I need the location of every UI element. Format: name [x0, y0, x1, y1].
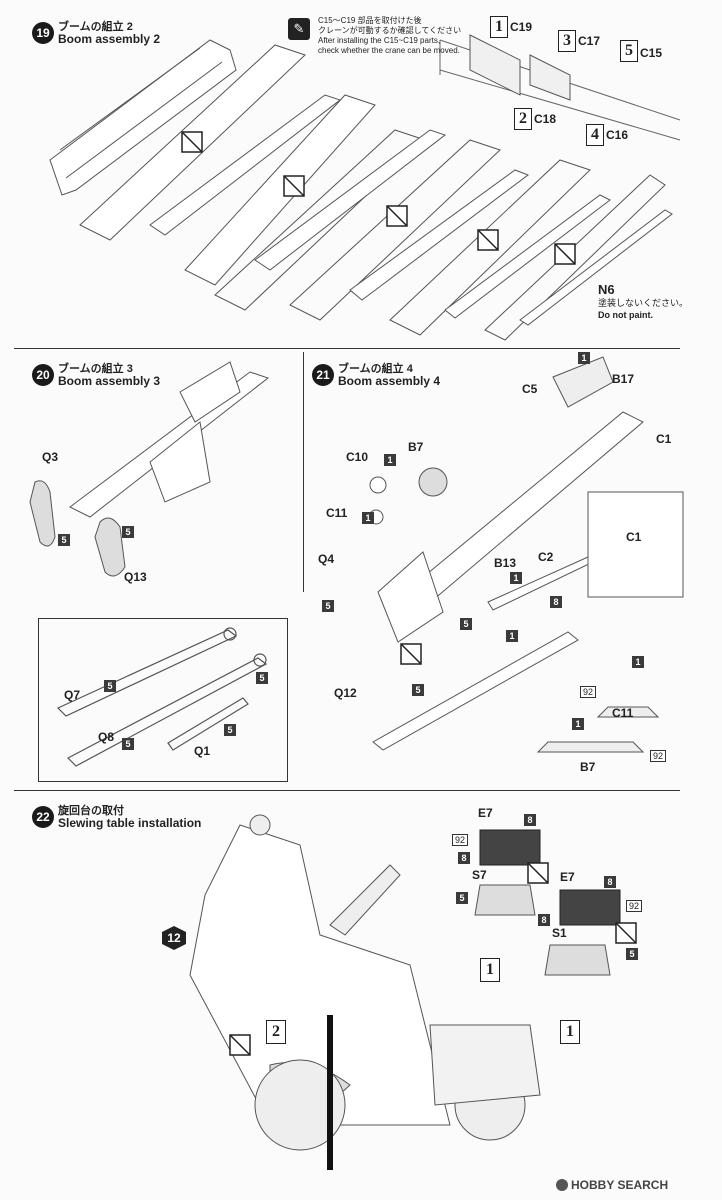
e7-2-cement-8b: 8 — [538, 914, 550, 926]
seq-1-box: 1 — [490, 16, 508, 38]
b7-detail-cement: 1 — [572, 718, 584, 730]
e7-1-92: 92 — [452, 834, 469, 846]
step-20-title-en: Boom assembly 3 — [58, 374, 161, 388]
e7-2-cement-8a: 8 — [604, 876, 616, 888]
q8-cement: 5 — [122, 738, 134, 750]
no-paint-jp: 塗装しないください。 — [598, 298, 689, 308]
seq-1-part: C19 — [510, 20, 533, 34]
divider-1 — [14, 348, 680, 349]
seq-box-1a: 1 — [480, 958, 500, 982]
c10-label: C10 — [346, 450, 369, 464]
step-20-sub-illustration — [56, 627, 268, 767]
c11-detail-92: 92 — [580, 686, 597, 698]
seq-5-box: 5 — [620, 40, 638, 62]
q1-cement: 5 — [224, 724, 236, 736]
n6-label: N6 — [598, 282, 615, 297]
b7-detail-label: B7 — [580, 760, 596, 774]
e7-1-cement-8a: 8 — [524, 814, 536, 826]
step-22-title-en: Slewing table installation — [58, 816, 202, 830]
b7-detail-92: 92 — [650, 750, 667, 762]
step-20-badge: 20 — [32, 364, 54, 386]
seq-4-part: C16 — [606, 128, 629, 142]
hobby-search-logo: HOBBY SEARCH — [556, 1178, 668, 1192]
seq-4-box: 4 — [586, 124, 604, 146]
seq-3-part: C17 — [578, 34, 601, 48]
q13-label: Q13 — [124, 570, 147, 584]
q12-label: Q12 — [334, 686, 357, 700]
q8-label: Q8 — [98, 730, 115, 744]
seq-box-1b: 1 — [560, 1020, 580, 1044]
brush-icon: ✎ — [288, 18, 310, 40]
c5-cement: 1 — [578, 352, 590, 364]
q13-cement: 5 — [122, 526, 134, 538]
s1-cement: 5 — [626, 948, 638, 960]
q1-label: Q1 — [194, 744, 211, 758]
step-19-note: C15～C19 部品を取付けた後 クレーンが可動するか確認してください Afte… — [318, 16, 462, 55]
b7-label: B7 — [408, 440, 424, 454]
seq-box-2: 2 — [266, 1020, 286, 1044]
q7-cement-1: 5 — [104, 680, 116, 692]
divider-2 — [14, 790, 680, 791]
q4-cement: 5 — [322, 600, 334, 612]
q7-cement-2: 5 — [256, 672, 268, 684]
c2-cement-1: 1 — [506, 630, 518, 642]
seq-3-box: 3 — [558, 30, 576, 52]
c1-label: C1 — [656, 432, 672, 446]
step-21-title-en: Boom assembly 4 — [338, 374, 441, 388]
q4-label: Q4 — [318, 552, 335, 566]
c5-label: C5 — [522, 382, 538, 396]
step-21-illustration — [368, 356, 684, 753]
c2-label: C2 — [538, 550, 554, 564]
e7-2-92: 92 — [626, 900, 643, 912]
seq-2-part: C18 — [534, 112, 557, 126]
step-20-title-jp: ブームの組立 3 — [58, 363, 133, 375]
c11-detail-cement: 1 — [632, 656, 644, 668]
s7-cement: 5 — [456, 892, 468, 904]
q3-label: Q3 — [42, 450, 59, 464]
b13-cement-5: 5 — [460, 618, 472, 630]
e7-label-1: E7 — [478, 806, 493, 820]
b13-cement: 1 — [510, 572, 522, 584]
c11-detail-label: C11 — [612, 706, 634, 720]
step-20-subbox — [38, 618, 288, 782]
c11-cement: 1 — [362, 512, 374, 524]
step-19-illustration — [49, 34, 681, 341]
c1b-label: C1 — [626, 530, 642, 544]
step-19-badge: 19 — [32, 22, 54, 44]
step-12-ref-badge: 12 — [162, 926, 186, 950]
q12-cement: 5 — [412, 684, 424, 696]
b13-label: B13 — [494, 556, 517, 570]
step-19-title-jp: ブームの組立 2 — [58, 21, 133, 33]
step-20-illustration — [29, 361, 270, 577]
s1-label: S1 — [552, 926, 567, 940]
step-21-title-jp: ブームの組立 4 — [338, 363, 413, 375]
step-19-title-en: Boom assembly 2 — [58, 32, 161, 46]
divider-v — [303, 352, 304, 592]
seq-5-part: C15 — [640, 46, 663, 60]
step-21-badge: 21 — [312, 364, 334, 386]
b17-label: B17 — [612, 372, 635, 386]
q3-cement: 5 — [58, 534, 70, 546]
logo-mark-icon — [556, 1179, 568, 1191]
seq-2-box: 2 — [514, 108, 532, 130]
q7-label: Q7 — [64, 688, 81, 702]
c11-label: C11 — [326, 506, 348, 520]
c10-cement: 1 — [384, 454, 396, 466]
s7-label: S7 — [472, 868, 487, 882]
e7-1-cement-8b: 8 — [458, 852, 470, 864]
step-22-title-jp: 旋回台の取付 — [58, 805, 124, 817]
e7-label-2: E7 — [560, 870, 575, 884]
step-22-illustration — [189, 814, 637, 1170]
c2-cement: 8 — [550, 596, 562, 608]
no-paint-en: Do not paint. — [598, 310, 653, 320]
step-22-badge: 22 — [32, 806, 54, 828]
